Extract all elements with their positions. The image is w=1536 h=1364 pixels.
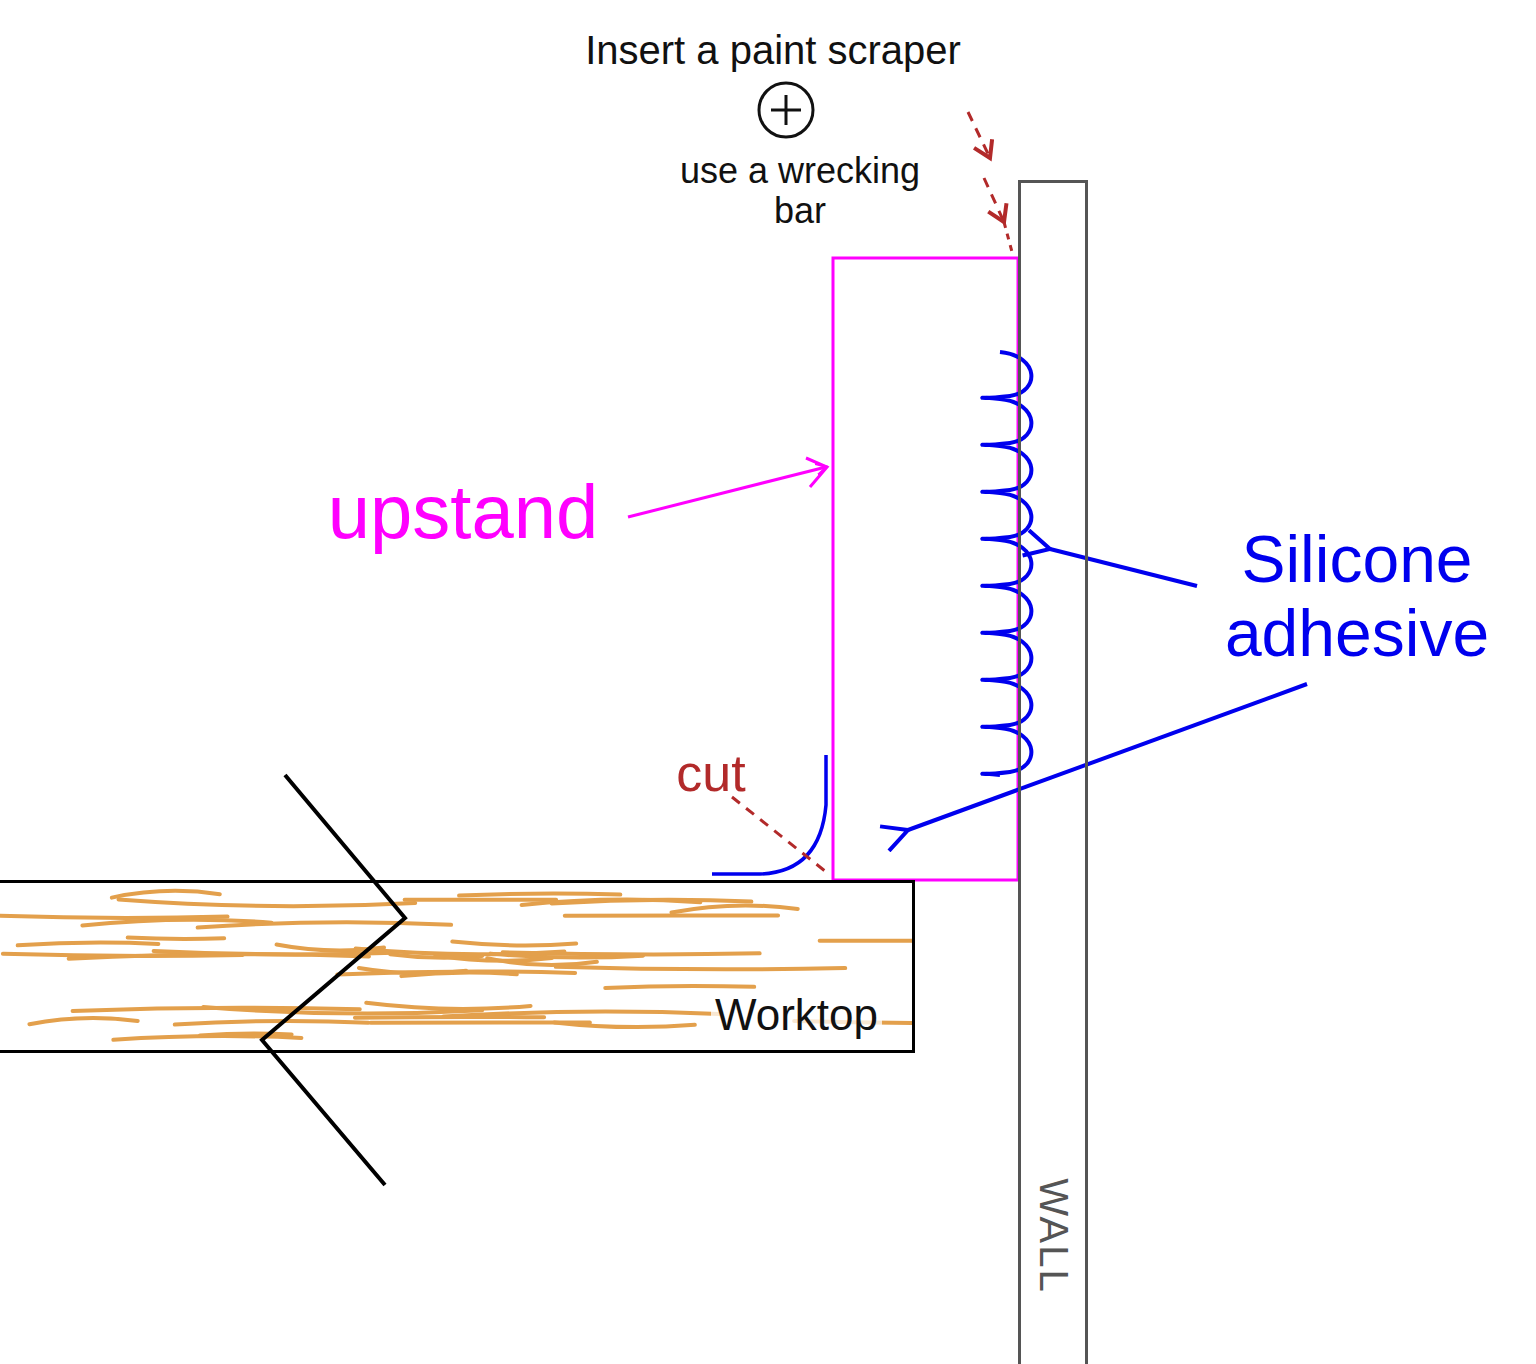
instruction-text: Insert a paint scraper — [585, 28, 961, 73]
cut-line — [732, 797, 830, 875]
part-name: Silicone adhesive — [1187, 523, 1527, 671]
insert-arrow — [984, 178, 1004, 222]
plus-symbol — [759, 83, 813, 137]
leader-arrow — [1050, 549, 1197, 586]
break-line — [262, 775, 405, 1185]
leader-arrow — [628, 467, 826, 517]
upstand-outline — [833, 258, 1018, 880]
wood-grain — [0, 891, 912, 1040]
silicone-bead — [982, 352, 1031, 775]
worktop: Worktop — [0, 880, 915, 1053]
arrowhead — [806, 458, 827, 487]
part-label: Worktop — [711, 990, 882, 1040]
insert-arrow — [968, 112, 990, 158]
plus-symbol — [785, 95, 788, 125]
insert-arrow — [1004, 222, 1012, 252]
part-name: upstand — [328, 469, 598, 554]
wall: WALL — [1018, 180, 1088, 1364]
instruction-text: use a wrecking bar — [655, 151, 945, 232]
note-text: cut — [676, 744, 745, 802]
wall-label: WALL — [1031, 1178, 1076, 1293]
leader-arrow — [908, 684, 1307, 830]
